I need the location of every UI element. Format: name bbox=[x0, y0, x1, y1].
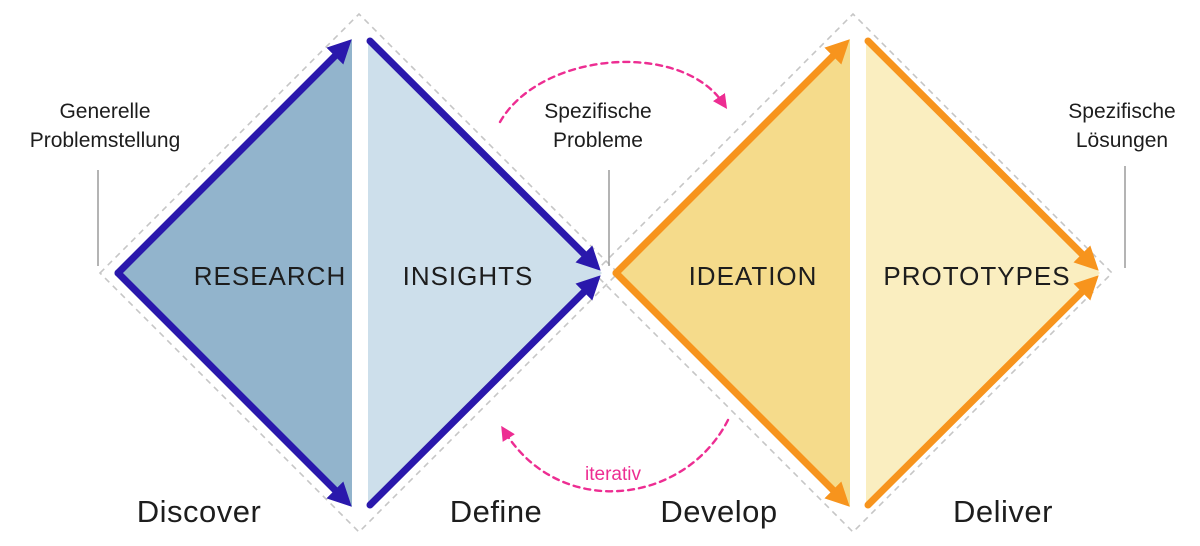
prototypes-triangle bbox=[866, 39, 1100, 507]
develop-up-arrow bbox=[612, 39, 850, 277]
end-annotation-line2: Lösungen bbox=[1076, 129, 1168, 152]
stage-label-research: RESEARCH bbox=[194, 261, 346, 291]
discover-up-arrow bbox=[114, 39, 352, 277]
define-converge-bottom-arrow bbox=[366, 275, 601, 509]
middle-annotation-line2: Probleme bbox=[553, 129, 643, 152]
start-annotation-line2: Problemstellung bbox=[30, 129, 181, 152]
develop-down-arrow bbox=[612, 269, 850, 507]
deliver-converge-top-arrow bbox=[864, 37, 1099, 271]
discover-down-arrow bbox=[114, 269, 352, 507]
ideation-triangle bbox=[616, 39, 850, 507]
deliver-converge-bottom-arrow bbox=[864, 275, 1099, 509]
research-triangle bbox=[118, 39, 352, 507]
start-annotation-line1: Generelle bbox=[59, 100, 150, 123]
right-diamond-dashed-outline bbox=[592, 12, 1114, 534]
forward-iteration-arc-arrow bbox=[498, 60, 728, 124]
phase-label-define: Define bbox=[450, 494, 543, 529]
define-converge-top-arrow bbox=[366, 37, 601, 271]
iteration-label: iterativ bbox=[585, 464, 641, 485]
backward-iteration-arc-arrow bbox=[501, 418, 730, 493]
insights-triangle bbox=[368, 39, 602, 507]
phase-label-develop: Develop bbox=[660, 494, 777, 529]
stage-label-insights: INSIGHTS bbox=[403, 261, 534, 291]
left-diamond-dashed-outline bbox=[98, 12, 620, 534]
phase-label-discover: Discover bbox=[137, 494, 262, 529]
stage-label-ideation: IDEATION bbox=[689, 261, 818, 291]
phase-label-deliver: Deliver bbox=[953, 494, 1053, 529]
end-annotation-line1: Spezifische bbox=[1068, 100, 1175, 123]
middle-annotation-line1: Spezifische bbox=[544, 100, 651, 123]
stage-label-prototypes: PROTOTYPES bbox=[883, 261, 1070, 291]
